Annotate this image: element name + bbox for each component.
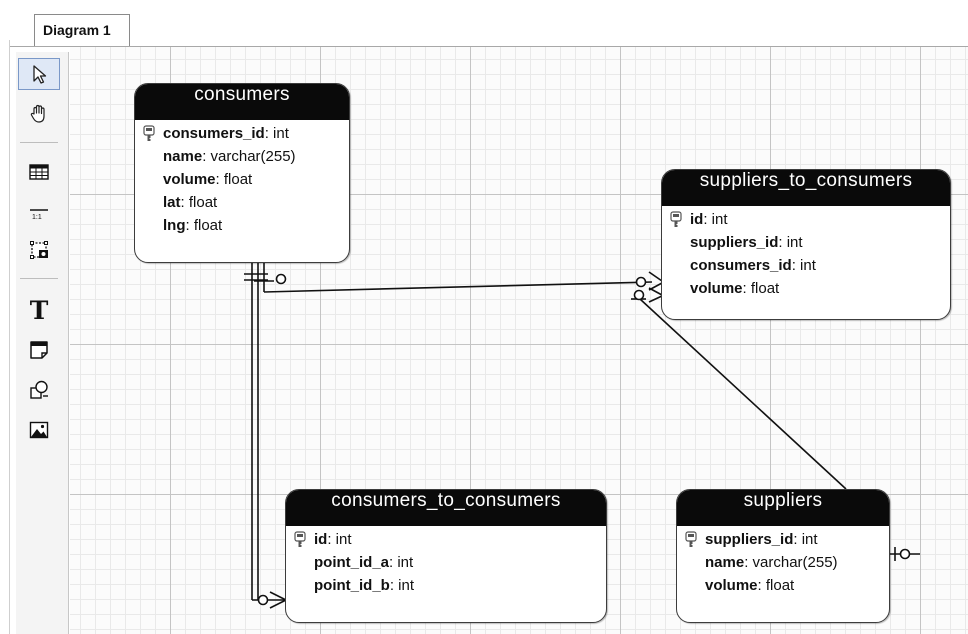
field-row[interactable]: point_id_b: int [314, 577, 415, 594]
svg-text:1:1: 1:1 [32, 214, 42, 221]
field-row[interactable]: name: varchar(255) [705, 554, 838, 571]
primary-key-icon [670, 211, 682, 227]
hand-tool[interactable] [18, 98, 60, 130]
table-title: suppliers_to_consumers [662, 170, 950, 206]
field-row[interactable]: lat: float [163, 194, 218, 211]
field-row[interactable]: id: int [662, 208, 950, 231]
field-row[interactable]: point_id_a: int [314, 554, 414, 571]
field-row[interactable]: volume: float [690, 280, 780, 297]
field-row[interactable]: suppliers_id: int [677, 528, 889, 551]
table-title: consumers [135, 84, 349, 120]
table-icon [29, 164, 49, 180]
consumers-to-consumers-table[interactable]: consumers_to_consumers id: int point_id_… [285, 489, 607, 623]
tab-bar: Diagram 1 [10, 0, 968, 47]
primary-key-icon [294, 531, 306, 547]
left-edge-strip [0, 40, 10, 634]
field-row[interactable]: consumers_id: int [135, 122, 349, 145]
pointer-tool[interactable] [18, 58, 60, 90]
primary-key-icon [143, 125, 155, 141]
table-tool[interactable] [18, 156, 60, 188]
suppliers-table[interactable]: suppliers suppliers_id: int name: varcha… [676, 489, 890, 623]
image-tool[interactable] [18, 414, 60, 446]
image-icon [29, 421, 49, 439]
pointer-icon [33, 65, 47, 84]
field-row[interactable]: id: int [286, 528, 606, 551]
consumers-table[interactable]: consumers consumers_id: int name: varcha… [134, 83, 350, 263]
view-tool[interactable] [18, 234, 60, 266]
suppliers-to-consumers-table[interactable]: suppliers_to_consumers id: int suppliers… [661, 169, 951, 320]
field-row[interactable]: name: varchar(255) [163, 148, 296, 165]
field-row[interactable]: lng: float [163, 217, 223, 234]
table-title: consumers_to_consumers [286, 490, 606, 526]
tab-diagram-1[interactable]: Diagram 1 [34, 14, 130, 46]
view-icon [30, 241, 48, 259]
text-tool[interactable]: T [18, 294, 60, 326]
field-row[interactable]: volume: float [163, 171, 253, 188]
relationship-tool[interactable]: 1:1 [18, 196, 60, 228]
text-icon: T [29, 295, 49, 325]
shape-tool[interactable] [18, 374, 60, 406]
field-row[interactable]: suppliers_id: int [690, 234, 803, 251]
relationship-1to1-icon: 1:1 [30, 209, 48, 221]
primary-key-icon [685, 531, 697, 547]
note-icon [30, 341, 48, 359]
table-title: suppliers [677, 490, 889, 526]
field-row[interactable]: volume: float [705, 577, 795, 594]
note-tool[interactable] [18, 334, 60, 366]
shape-icon [30, 380, 48, 399]
hand-icon [30, 104, 45, 123]
tool-palette: 1:1 T [16, 52, 69, 634]
field-row[interactable]: consumers_id: int [690, 257, 816, 274]
